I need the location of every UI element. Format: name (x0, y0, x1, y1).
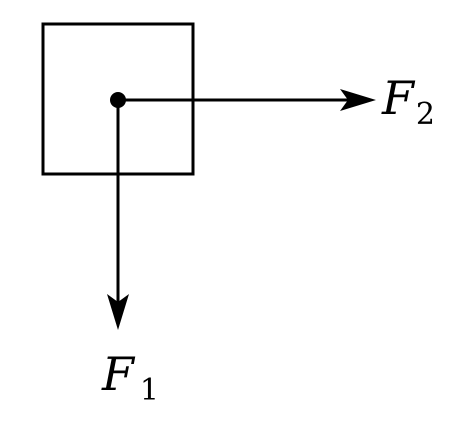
force-arrow-f1-head (107, 294, 129, 330)
force-arrow-f2 (118, 89, 376, 111)
force-symbol: F (381, 71, 416, 125)
force-subscript: 1 (140, 373, 159, 408)
force-label-f2: F2 (381, 71, 435, 132)
force-subscript: 2 (416, 97, 435, 132)
force-arrow-f1 (107, 100, 129, 330)
force-symbol: F (101, 347, 136, 401)
application-point (110, 92, 126, 108)
force-arrow-f2-head (340, 89, 376, 111)
